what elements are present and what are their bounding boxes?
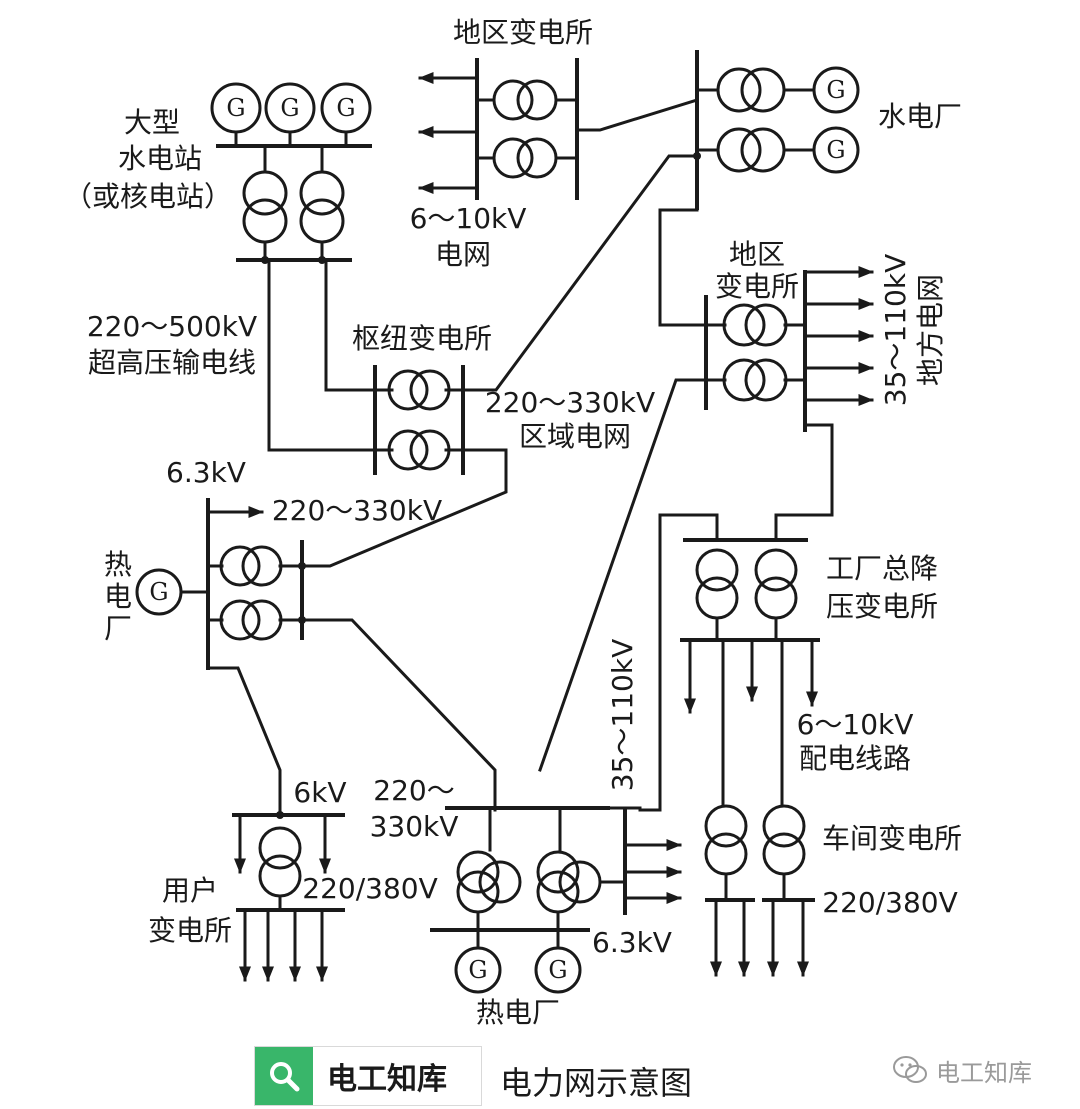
svg-text:220～: 220～ <box>373 774 454 807</box>
svg-text:220/380V: 220/380V <box>302 872 437 905</box>
svg-text:变电所: 变电所 <box>148 914 232 947</box>
svg-text:枢纽变电所: 枢纽变电所 <box>352 322 492 355</box>
svg-text:电: 电 <box>104 580 132 613</box>
svg-text:6～10kV: 6～10kV <box>797 708 914 741</box>
svg-text:G: G <box>548 956 567 984</box>
diagram-caption: 电力网示意图 <box>500 1064 693 1102</box>
regional-grid-line <box>461 154 699 392</box>
svg-text:6.3kV: 6.3kV <box>166 456 246 489</box>
large-hydro-station: G G G 大型 水电站 （或核电站） <box>64 82 372 264</box>
svg-text:6.3kV: 6.3kV <box>592 926 672 959</box>
svg-text:大型: 大型 <box>124 106 180 139</box>
factory-main-substation: 工厂总降 压变电所 6～10kV 配电线路 <box>658 513 938 812</box>
svg-text:区域电网: 区域电网 <box>519 420 631 453</box>
hydro-power-plant: G G 水电厂 <box>693 50 962 210</box>
svg-text:6～10kV: 6～10kV <box>410 202 527 235</box>
thermal-power-plant-bottom: G G 220～ 330kV 6.3kV 热电厂 <box>370 774 682 1029</box>
svg-text:35～110kV: 35～110kV <box>606 639 639 791</box>
svg-text:工厂总降: 工厂总降 <box>826 552 938 585</box>
svg-text:超高压输电线: 超高压输电线 <box>88 346 256 379</box>
watermark-text: 电工知库 <box>936 1058 1032 1087</box>
svg-text:（或核电站）: （或核电站） <box>64 180 232 213</box>
svg-text:220～330kV: 220～330kV <box>272 494 442 527</box>
svg-text:220～330kV: 220～330kV <box>485 386 655 419</box>
svg-text:地区变电所: 地区变电所 <box>453 16 593 49</box>
svg-text:地方电网: 地方电网 <box>914 274 947 386</box>
svg-text:220/380V: 220/380V <box>822 886 957 919</box>
svg-text:330kV: 330kV <box>370 810 459 843</box>
svg-text:220～500kV: 220～500kV <box>87 310 257 343</box>
regional-substation-right: 地区 变电所 35～110kV 地方电网 <box>704 238 947 432</box>
svg-text:G: G <box>280 94 299 122</box>
user-substation: 6kV 用户 变电所 220/380V <box>148 776 438 982</box>
svg-text:G: G <box>336 94 355 122</box>
svg-text:配电线路: 配电线路 <box>799 742 911 775</box>
search-icon[interactable] <box>255 1047 313 1105</box>
svg-text:G: G <box>468 956 487 984</box>
svg-text:用户: 用户 <box>162 874 218 907</box>
svg-text:车间变电所: 车间变电所 <box>822 822 962 855</box>
generator-symbol: G G G <box>210 82 372 134</box>
wechat-icon <box>893 1056 927 1083</box>
thermal-power-plant-left: G 6.3kV 220～330kV 热 电 厂 <box>104 456 442 670</box>
svg-text:6kV: 6kV <box>293 776 346 809</box>
footer: 电工知库 电力网示意图 电工知库 <box>0 1040 1080 1109</box>
svg-text:水电站: 水电站 <box>118 142 202 175</box>
svg-text:地区: 地区 <box>729 238 785 271</box>
svg-text:G: G <box>149 578 168 606</box>
svg-text:热: 热 <box>104 548 132 581</box>
workshop-substation: 车间变电所 220/380V <box>704 804 962 977</box>
svg-text:水电厂: 水电厂 <box>878 100 962 133</box>
svg-text:G: G <box>226 94 245 122</box>
brand-search-box[interactable]: 电工知库 <box>254 1046 482 1106</box>
transformer-symbol <box>242 170 345 244</box>
svg-text:G: G <box>826 76 845 104</box>
regional-substation-top: 地区变电所 6～10kV 电网 <box>410 16 699 271</box>
svg-text:热电厂: 热电厂 <box>476 996 560 1029</box>
ehv-transmission-line <box>267 258 380 452</box>
svg-text:35～110kV: 35～110kV <box>879 254 912 406</box>
svg-text:变电所: 变电所 <box>715 270 799 303</box>
svg-text:G: G <box>826 136 845 164</box>
watermark: 电工知库 <box>892 1050 1032 1090</box>
svg-text:压变电所: 压变电所 <box>826 590 938 623</box>
svg-text:电网: 电网 <box>435 238 491 271</box>
svg-text:厂: 厂 <box>104 612 132 645</box>
hub-substation: 枢纽变电所 <box>352 322 492 475</box>
brand-name: 电工知库 <box>327 1062 447 1097</box>
